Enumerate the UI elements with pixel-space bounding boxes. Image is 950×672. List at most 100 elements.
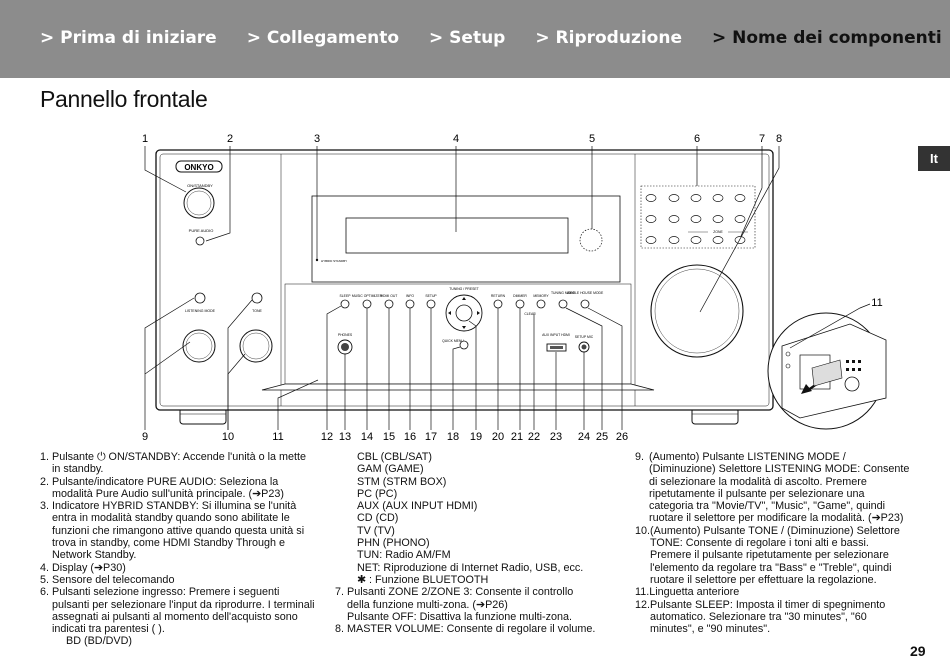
callout-15: 15: [383, 431, 395, 443]
callout-4: 4: [453, 133, 459, 145]
input-assignment: GAM (GAME): [357, 463, 424, 476]
callout-1: 1: [142, 133, 148, 145]
callout-3: 3: [314, 133, 320, 145]
enter-button: [455, 304, 473, 322]
list-item: 1.Pulsante ⏻ ON/STANDBY: Accende l'unità…: [40, 451, 307, 476]
info-button: [405, 299, 415, 309]
callout-14: 14: [361, 431, 373, 443]
callout-17: 17: [425, 431, 437, 443]
input-button: [734, 194, 746, 202]
sleep-label: SLEEP: [340, 294, 352, 298]
tone-knob: [239, 329, 273, 363]
listening-mode-label: LISTENING MODE: [185, 309, 216, 313]
listening-mode-button: [194, 292, 206, 304]
list-item: Pulsante OFF: Disattiva la funzione mult…: [347, 610, 573, 623]
callout-2: 2: [227, 133, 233, 145]
hdmi-out-button: [384, 299, 394, 309]
memory-button: [536, 299, 546, 309]
input-button: [668, 194, 680, 202]
whole-house-mode-label: WHOLE HOUSE MODE: [567, 291, 604, 295]
tone-label: TONE: [252, 309, 262, 313]
callout-16: 16: [404, 431, 416, 443]
on-standby-label: ON/STANDBY: [187, 183, 213, 188]
setup-label: SETUP: [425, 294, 437, 298]
input-assignment: NET: Riproduzione di Internet Radio, USB…: [357, 561, 584, 574]
input-assignment: PHN (PHONO): [357, 537, 430, 550]
sleep-button: [340, 299, 350, 309]
front-panel-illustration: 1 2 3 4 5 6 7 8 11 ONKYO ON/STANDBY PURE…: [142, 133, 887, 443]
list-item: 11.Linguetta anteriore: [635, 586, 740, 599]
list-item: 10.(Aumento) Pulsante TONE / (Diminuzion…: [635, 524, 900, 586]
input-button: [712, 194, 724, 202]
zone-label: ZONE: [713, 230, 723, 234]
callout-11-side: 11: [871, 297, 882, 309]
return-label: RETURN: [491, 294, 506, 298]
nav-collegamento[interactable]: > Collegamento: [246, 28, 400, 48]
column-1: 1.Pulsante ⏻ ON/STANDBY: Accende l'unità…: [40, 451, 315, 648]
callout-22: 22: [528, 431, 540, 443]
column-2: CBL (CBL/SAT) GAM (GAME) STM (STRM BOX) …: [335, 451, 597, 635]
master-volume-knob: [650, 264, 744, 358]
input-button: [734, 215, 746, 223]
callout-8: 8: [776, 133, 782, 145]
input-button: [690, 215, 702, 223]
list-item: 6.Pulsanti selezione ingresso: Premere i…: [40, 586, 315, 636]
input-assignment: BD (BD/DVD): [66, 635, 132, 648]
tone-button: [251, 292, 263, 304]
callout-26: 26: [616, 431, 628, 443]
callout-5: 5: [589, 133, 595, 145]
input-button: [645, 236, 657, 244]
input-assignment: AUX (AUX INPUT HDMI): [357, 500, 478, 513]
nav-riproduzione[interactable]: > Riproduzione: [535, 28, 682, 48]
callout-13: 13: [339, 431, 351, 443]
input-selector-buttons: [645, 194, 746, 244]
dimmer-label: DIMMER: [513, 294, 527, 298]
header-bar: > Prima di iniziare > Collegamento > Set…: [0, 0, 950, 78]
input-assignment: TV (TV): [357, 524, 395, 537]
callout-19: 19: [470, 431, 482, 443]
input-button: [645, 215, 657, 223]
callout-21: 21: [511, 431, 523, 443]
callout-11: 11: [272, 431, 283, 443]
phones-label: PHONES: [338, 333, 353, 337]
remote-sensor: [579, 228, 603, 252]
quick-menu-button: [459, 340, 469, 350]
callout-10: 10: [222, 431, 234, 443]
display: [345, 217, 569, 254]
tuning-mode-label: TUNING MODE: [551, 291, 576, 295]
pure-audio-button: [195, 236, 205, 246]
breadcrumb-nav: > Prima di iniziare > Collegamento > Set…: [40, 28, 950, 48]
page-title: Pannello frontale: [40, 86, 208, 112]
list-item: 9.(Aumento) Pulsante LISTENING MODE / (D…: [635, 451, 910, 525]
list-item: 7.Pulsanti ZONE 2/ZONE 3: Consente il co…: [335, 586, 574, 611]
callout-24: 24: [578, 431, 590, 443]
zone-off-button: [734, 236, 746, 244]
onkyo-logo: [175, 160, 223, 173]
nav-nome-dei-componenti[interactable]: > Nome dei componenti: [711, 28, 942, 48]
callout-9: 9: [142, 431, 148, 443]
aux-input-hdmi-label: AUX INPUT HDMI: [542, 333, 570, 337]
listening-mode-knob: [182, 329, 216, 363]
info-label: INFO: [406, 294, 414, 298]
memory-label: MEMORY: [533, 294, 549, 298]
page-number: 29: [910, 643, 926, 659]
zone-button: [712, 236, 724, 244]
list-item: 3.Indicatore HYBRID STANDBY: Si illumina…: [40, 500, 305, 562]
clear-label: CLEAR: [524, 312, 536, 316]
nav-prima-di-iniziare[interactable]: > Prima di iniziare: [40, 28, 217, 48]
input-button: [690, 194, 702, 202]
power-button: [183, 187, 215, 219]
front-panel-figure: 1 2 3 4 5 6 7 8 11 ONKYO ON/STANDBY PURE…: [0, 128, 950, 448]
hybrid-standby-label: HYBRID STANDBY: [321, 259, 347, 263]
list-item: 12.Pulsante SLEEP: Imposta il timer di s…: [635, 598, 886, 636]
input-selector-area: [640, 185, 756, 249]
nav-setup[interactable]: > Setup: [429, 28, 506, 48]
input-assignment: PC (PC): [357, 487, 398, 500]
language-tab[interactable]: It: [918, 146, 950, 171]
callout-23: 23: [550, 431, 562, 443]
input-button: [668, 236, 680, 244]
callout-12: 12: [321, 431, 333, 443]
whole-house-mode-button: [580, 299, 590, 309]
zone-button: [690, 236, 702, 244]
tuning-preset-label: TUNING / PRESET: [449, 287, 478, 291]
